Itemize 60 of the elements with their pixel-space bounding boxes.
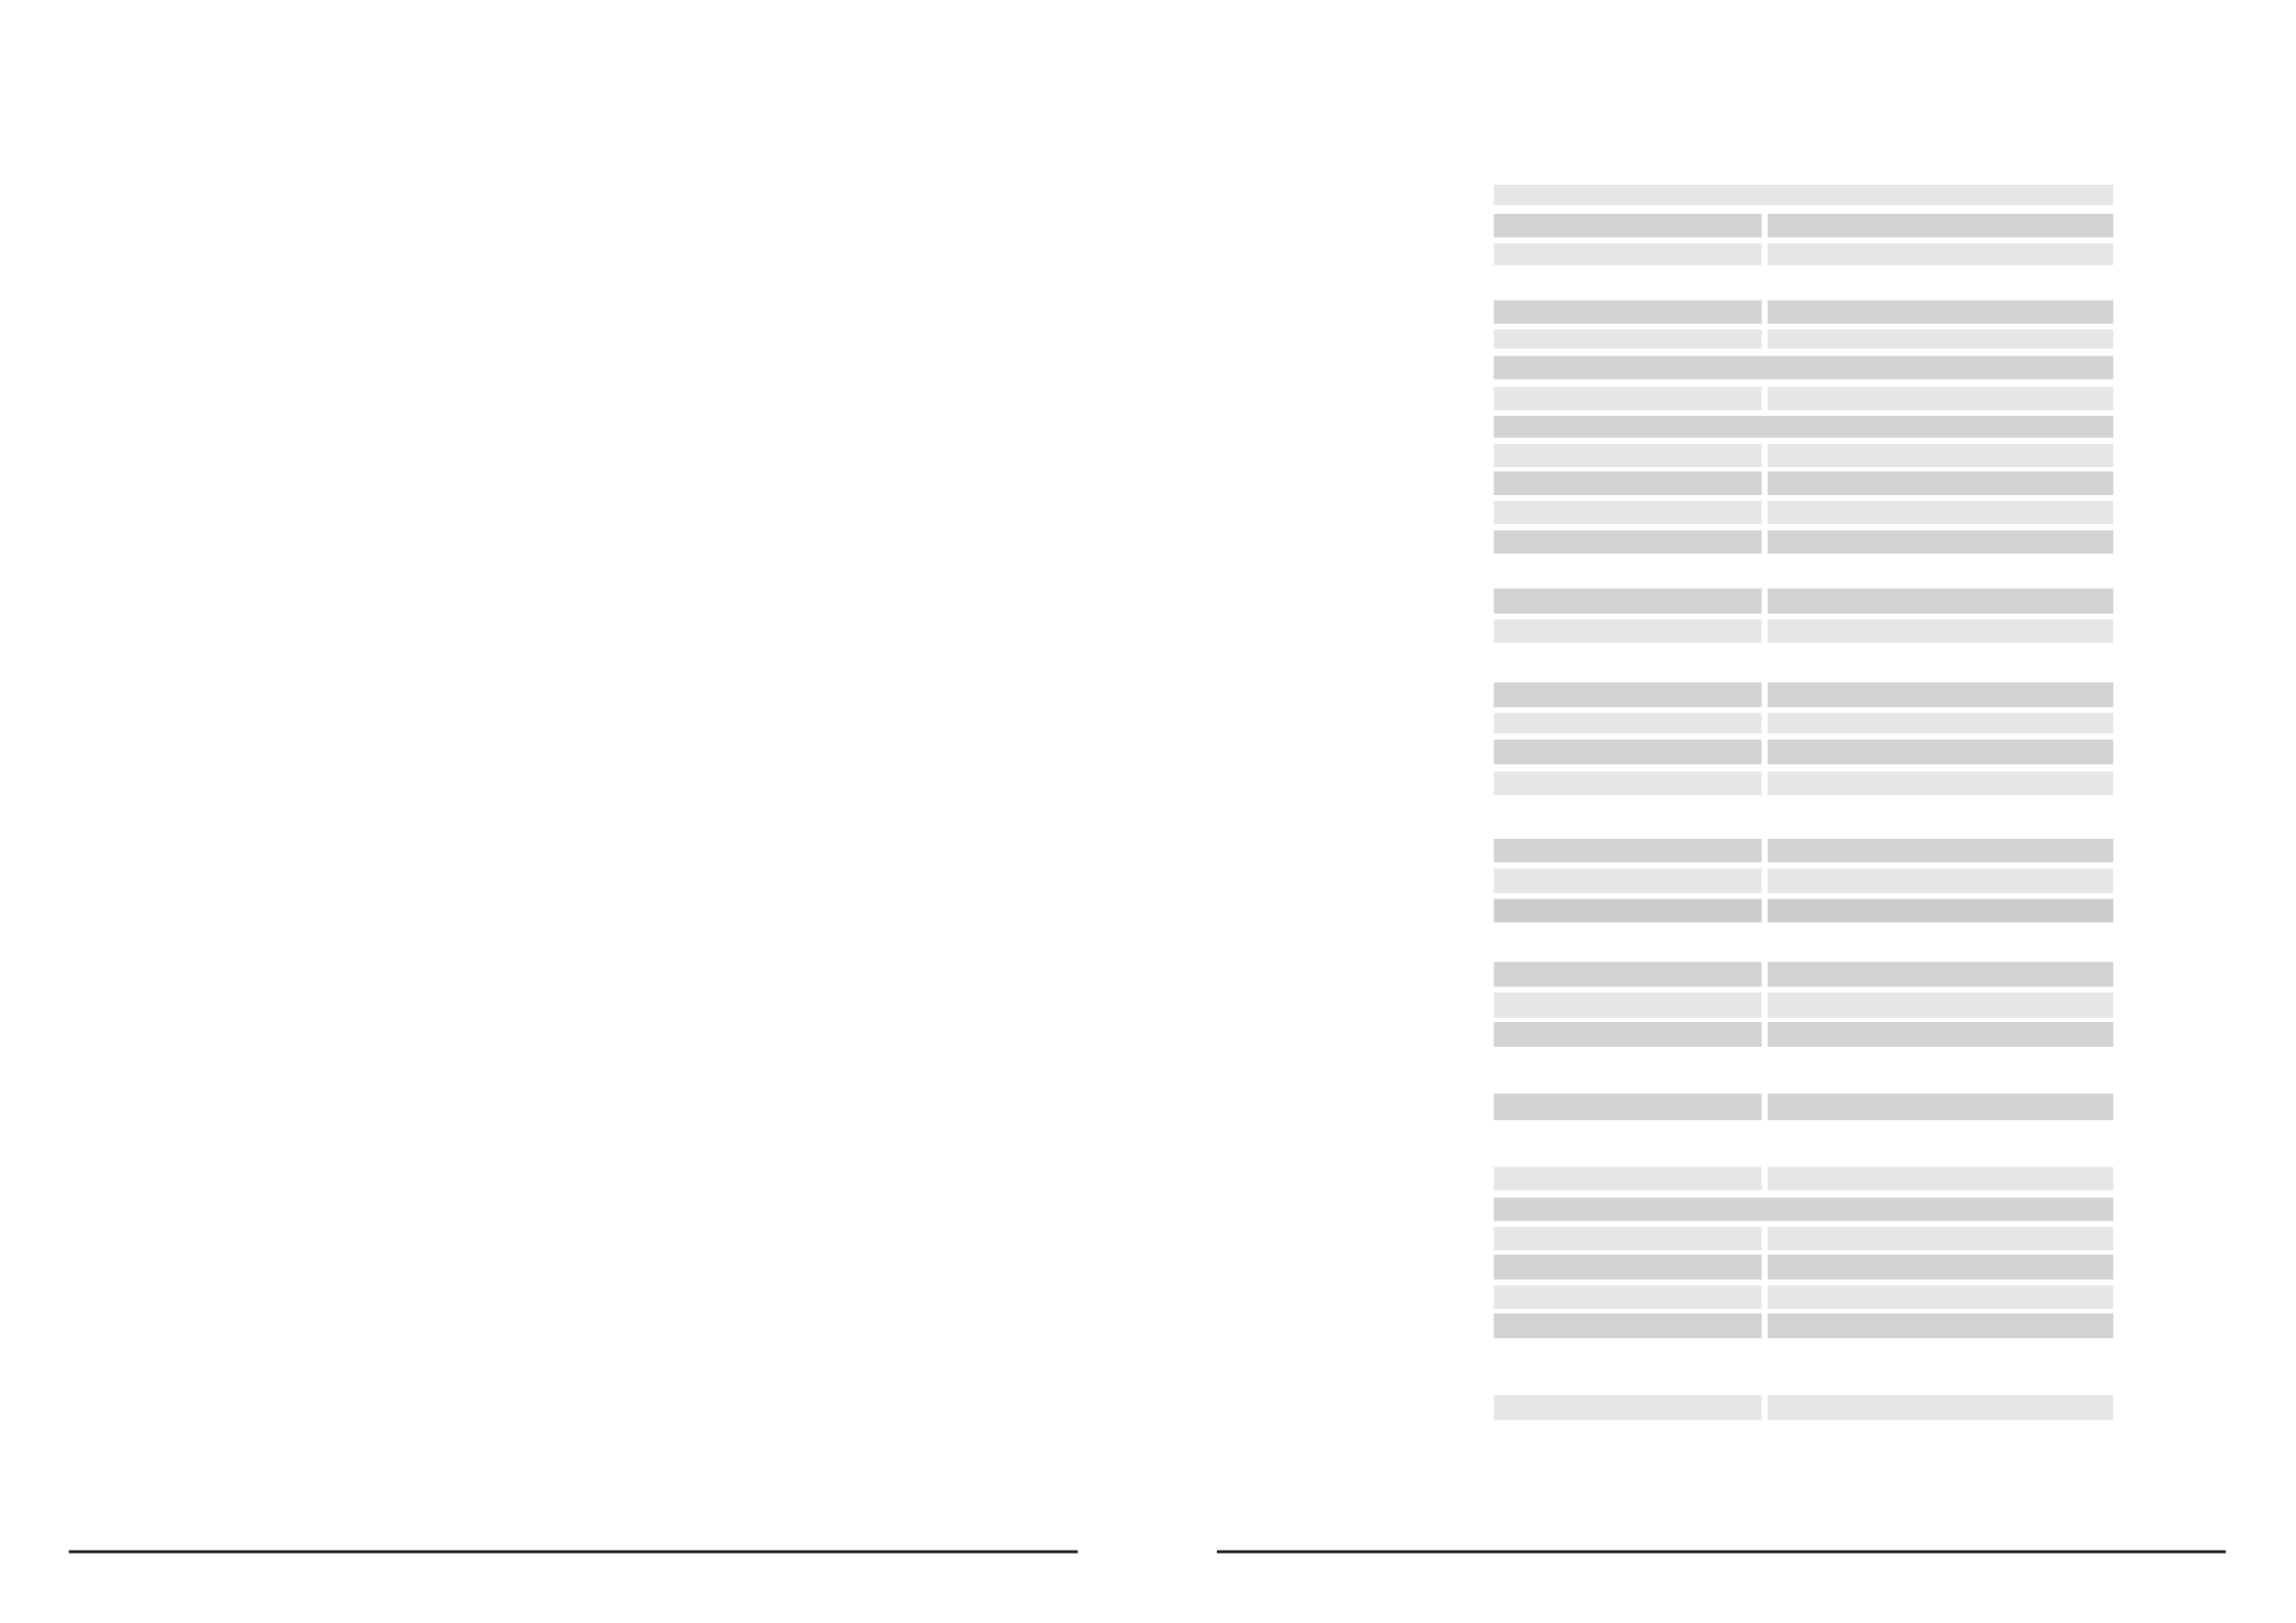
table-cell: [1493, 530, 1762, 554]
table-cell: [1767, 992, 2114, 1018]
table-cell: [1767, 1395, 2114, 1421]
table-cell: [1493, 589, 1762, 614]
table-cell: [1493, 992, 1762, 1018]
table-cell: [1493, 471, 1762, 495]
table-cell: [1493, 1093, 1762, 1120]
table-cell: [1493, 868, 1762, 894]
table-cell: [1493, 184, 2114, 205]
table-cell: [1493, 415, 2114, 438]
table-cell: [1767, 868, 2114, 894]
table-cell: [1767, 471, 2114, 495]
table-cell: [1493, 1166, 1762, 1191]
table-cell: [1493, 1226, 1762, 1251]
table-cell: [1493, 501, 1762, 525]
table-cell: [1767, 961, 2114, 987]
table-cell: [1767, 214, 2114, 238]
table-cell: [1493, 1254, 1762, 1280]
table-cell: [1767, 619, 2114, 643]
table-cell: [1767, 329, 2114, 349]
table-cell: [1493, 355, 2114, 380]
table-cell: [1493, 243, 1762, 266]
table-cell: [1767, 501, 2114, 525]
table-cell: [1493, 961, 1762, 987]
table-cell: [1767, 772, 2114, 796]
table-cell: [1767, 1226, 2114, 1251]
table-cell: [1767, 243, 2114, 266]
table-cell: [1493, 899, 1762, 923]
table-cell: [1493, 619, 1762, 643]
table-cell: [1767, 1313, 2114, 1339]
table-cell: [1493, 443, 1762, 467]
table-cell: [1493, 329, 1762, 349]
table-cell: [1767, 530, 2114, 554]
table-cell: [1767, 1166, 2114, 1191]
table-cell: [1767, 386, 2114, 410]
table-cell: [1767, 589, 2114, 614]
table-cell: [1767, 1285, 2114, 1309]
table-cell: [1493, 1395, 1762, 1421]
table-cell: [1767, 300, 2114, 325]
table-cell: [1493, 1313, 1762, 1339]
table-cell: [1493, 772, 1762, 796]
table-cell: [1493, 1022, 1762, 1047]
table-cell: [1493, 713, 1762, 734]
table-cell: [1767, 713, 2114, 734]
table-cell: [1767, 1093, 2114, 1120]
table-cell: [1493, 1197, 2114, 1221]
table-cell: [1493, 386, 1762, 410]
table-cell: [1767, 443, 2114, 467]
table-cell: [1767, 739, 2114, 765]
table-cell: [1493, 300, 1762, 325]
table-cell: [1767, 839, 2114, 863]
table-cell: [1767, 682, 2114, 708]
table-cell: [1493, 214, 1762, 238]
table-cell: [1493, 739, 1762, 765]
table-cell: [1493, 682, 1762, 708]
table-cell: [1493, 1285, 1762, 1309]
table-cell: [1767, 1254, 2114, 1280]
table-cell: [1767, 1022, 2114, 1047]
table-cell: [1493, 839, 1762, 863]
table-cell: [1767, 899, 2114, 923]
